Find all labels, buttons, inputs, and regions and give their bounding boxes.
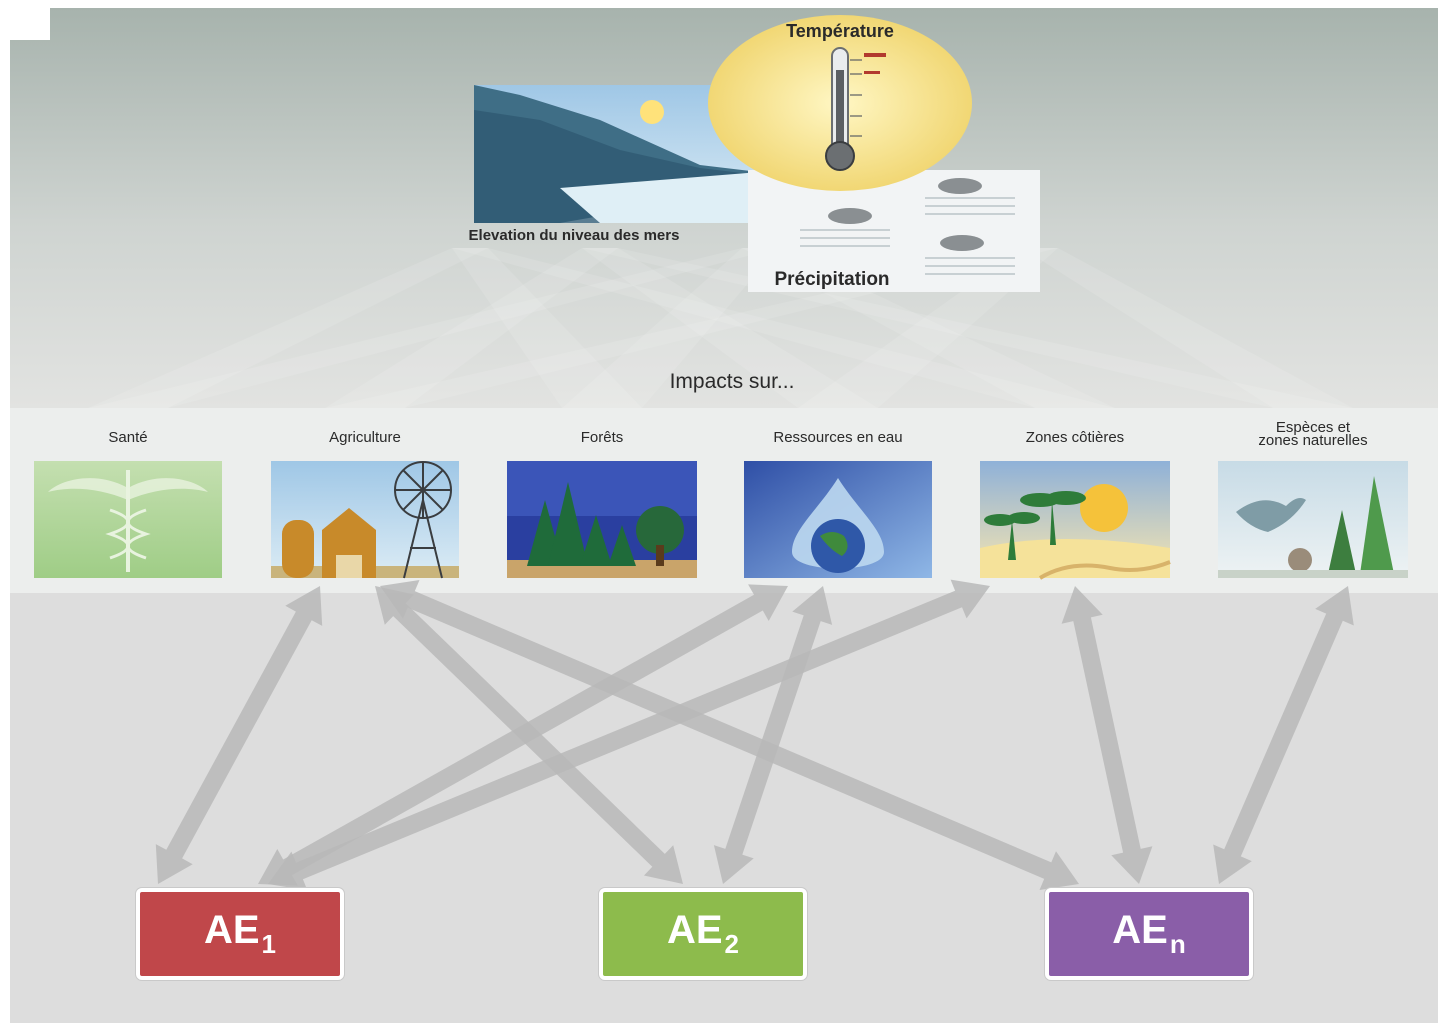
impact-label-eau: Ressources en eau bbox=[773, 429, 902, 446]
arrow-ae1-agriculture bbox=[155, 586, 323, 884]
corner-notch bbox=[10, 8, 50, 40]
arrow-ae2-eau bbox=[713, 586, 833, 884]
impacts-band bbox=[10, 408, 1438, 593]
actor-label-aen: AEn bbox=[1112, 908, 1186, 959]
impact-label-forets: Forêts bbox=[581, 429, 624, 446]
impact-tile-eau bbox=[744, 461, 932, 578]
arrow-ae1-cotieres bbox=[268, 579, 990, 891]
arrow-aen-agriculture bbox=[380, 580, 1079, 890]
arrow-aen-especes bbox=[1213, 586, 1354, 884]
fan-band bbox=[88, 248, 778, 408]
impact-tile-cotieres bbox=[980, 461, 1171, 580]
thermometer-icon bbox=[708, 15, 972, 191]
impact-tile-especes bbox=[1218, 461, 1408, 578]
actor-label-ae2: AE2 bbox=[666, 908, 740, 959]
fan-band bbox=[1022, 248, 1353, 408]
actor-box-aen: AEn bbox=[1045, 888, 1253, 980]
actor-box-ae1: AE1 bbox=[136, 888, 344, 980]
impact-label-sante: Santé bbox=[108, 429, 147, 446]
fan-band bbox=[452, 248, 1115, 408]
fan-band bbox=[325, 248, 618, 408]
precipitation-image bbox=[748, 170, 1040, 292]
impact-label-cotieres: Zones côtières bbox=[1026, 429, 1124, 446]
arrow-layer bbox=[155, 579, 1354, 891]
impact-tile-sante bbox=[34, 461, 222, 578]
driver-label-precipitation: Précipitation bbox=[774, 269, 889, 290]
arrow-ae2-agriculture bbox=[375, 586, 683, 884]
fan-band bbox=[582, 248, 878, 408]
driver-label-sea-level: Elevation du niveau des mers bbox=[469, 227, 680, 244]
driver-label-temperature: Température bbox=[786, 21, 894, 41]
impact-tile-forets bbox=[507, 461, 697, 578]
impact-label-agriculture: Agriculture bbox=[329, 429, 401, 446]
actor-label-ae1: AE1 bbox=[203, 908, 277, 959]
impact-labels: Santé Agriculture Forêts Ressources en eau Z… bbox=[108, 419, 1367, 449]
actor-box-ae2: AE2 bbox=[599, 888, 807, 980]
fan-band bbox=[452, 248, 642, 408]
impacts-heading: Impacts sur... bbox=[670, 370, 795, 393]
fan-band bbox=[562, 248, 778, 408]
arrow-aen-cotieres bbox=[1061, 586, 1153, 884]
impact-tile-agriculture bbox=[271, 461, 459, 579]
fan-band bbox=[88, 248, 488, 408]
